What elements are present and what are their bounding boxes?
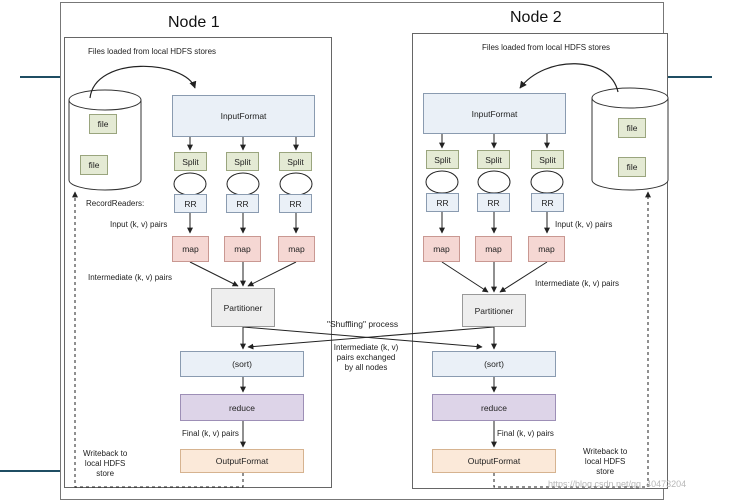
shuffle-description: Intermediate (k, v) pairs exchanged by a… (333, 343, 399, 372)
node1-split-2: Split (226, 152, 259, 171)
node2-final-pairs-label: Final (k, v) pairs (497, 429, 554, 438)
node1-file-1: file (89, 114, 117, 134)
node2-map-3: map (528, 236, 565, 262)
node2-file-1: file (618, 118, 646, 138)
node1-output-format: OutputFormat (180, 449, 304, 473)
node1-load-arrow (89, 65, 197, 99)
node2-reduce: reduce (432, 394, 556, 421)
node1-partitioner: Partitioner (211, 288, 275, 327)
node1-hdfs-cylinder (68, 89, 142, 191)
shuffle-line-2 (247, 326, 495, 350)
shuffle-line-1 (242, 326, 483, 350)
node2-map-2: map (475, 236, 512, 262)
node2-hdfs-cylinder (591, 87, 669, 191)
node1-rr-1: RR (174, 194, 207, 213)
node2-sort: (sort) (432, 351, 556, 377)
node1-reduce: reduce (180, 394, 304, 421)
node2-rr-3: RR (531, 193, 564, 212)
node2-split-3: Split (531, 150, 564, 169)
node1-files-loaded-label: Files loaded from local HDFS stores (88, 47, 217, 56)
node1-split-3: Split (279, 152, 312, 171)
node2-writeback-arrow (493, 191, 651, 488)
node2-map-1: map (423, 236, 460, 262)
node2-split-2: Split (477, 150, 510, 169)
node1-map-2: map (224, 236, 261, 262)
slide-decor-line-left (20, 76, 60, 78)
node1-rr-2: RR (226, 194, 259, 213)
node2-title: Node 2 (510, 9, 562, 26)
node2-files-loaded-label: Files loaded from local HDFS stores (482, 43, 611, 52)
node1-record-readers-label: RecordReaders: (86, 199, 145, 208)
node1-writeback-arrow (72, 191, 244, 488)
node1-split-1: Split (174, 152, 207, 171)
node2-input-pairs-label: Input (k, v) pairs (555, 220, 613, 229)
node2-partitioner: Partitioner (462, 294, 526, 327)
node1-writeback-label: Writeback to local HDFS store (83, 449, 128, 478)
node1-final-pairs-label: Final (k, v) pairs (182, 429, 239, 438)
node1-intermediate-pairs-label: Intermediate (k, v) pairs (88, 273, 173, 282)
slide-decor-line-right (662, 76, 712, 78)
watermark: https://blog.csdn.net/qq_40473204 (548, 479, 687, 489)
node2-split-1: Split (426, 150, 459, 169)
slide-decor-line-bottom (0, 470, 60, 472)
node1-file-2: file (80, 155, 108, 175)
node1-map-3: map (278, 236, 315, 262)
node2-writeback-label: Writeback to local HDFS store (583, 447, 628, 476)
node2-rr-2: RR (477, 193, 510, 212)
node1-title: Node 1 (168, 14, 220, 31)
node2-output-format: OutputFormat (432, 449, 556, 473)
node1-sort: (sort) (180, 351, 304, 377)
node2-file-2: file (618, 157, 646, 177)
node2-intermediate-pairs-label: Intermediate (k, v) pairs (535, 279, 620, 288)
node1-map-1: map (172, 236, 209, 262)
node2-load-arrow (519, 63, 619, 93)
shuffle-title: "Shuffling" process (327, 319, 399, 329)
node2-rr-1: RR (426, 193, 459, 212)
node1-rr-3: RR (279, 194, 312, 213)
node2-input-format: InputFormat (423, 93, 566, 134)
node1-input-pairs-label: Input (k, v) pairs (110, 220, 168, 229)
node1-input-format: InputFormat (172, 95, 315, 137)
